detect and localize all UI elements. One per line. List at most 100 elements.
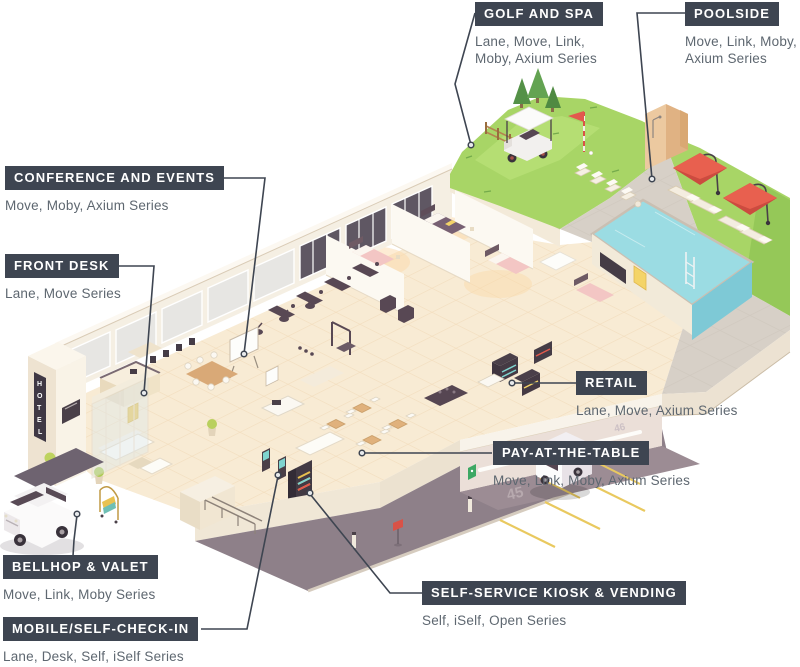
leader-endpoints — [73, 141, 656, 518]
nightstands — [396, 227, 474, 259]
luggage-teal — [103, 502, 116, 514]
callout-retail: RETAIL Lane, Move, Axium Series — [576, 371, 738, 419]
callout-series: Move, Link, Moby, Axium Series — [493, 473, 691, 488]
conference-room — [184, 326, 279, 391]
callout-title: GOLF AND SPA — [475, 2, 603, 26]
bellhop-cart — [99, 485, 119, 524]
armchair — [138, 457, 174, 475]
kiosk-screen — [263, 450, 269, 461]
svg-text:L: L — [38, 429, 43, 436]
handrail — [204, 496, 263, 525]
callout-series: Move, Link, Moby, Axium Series — [685, 34, 797, 66]
callout-series: Move, Moby, Axium Series — [5, 198, 169, 213]
front-desk-area — [99, 338, 195, 424]
callout-series: Lane, Move Series — [5, 286, 121, 301]
sofa-2 — [294, 431, 346, 456]
dining-tables — [319, 396, 417, 447]
svg-text:T: T — [37, 405, 42, 412]
golf-cart — [504, 106, 554, 163]
range — [272, 400, 281, 405]
lit-doorway — [633, 265, 647, 291]
conference-chairs — [184, 351, 230, 391]
parking-spot-number-wall: 46 — [613, 422, 627, 435]
callout-series: Lane, Move, Link, Moby, Axium Series — [475, 34, 597, 66]
callout-title: CONFERENCE AND EVENTS — [5, 166, 225, 190]
pool-ladder — [685, 252, 695, 289]
check-in-kiosks — [262, 448, 286, 480]
parking-sign — [393, 519, 403, 547]
callout-self-service-kiosk-vending: SELF-SERVICE KIOSK & VENDING Self, iSelf… — [422, 581, 686, 629]
deck-front-wall — [662, 330, 790, 416]
callout-poolside: POOLSIDE Move, Link, Moby, Axium Series — [685, 2, 797, 67]
retail-counter — [477, 373, 505, 388]
kiosk-screen-2 — [279, 458, 285, 469]
grass-tufts — [465, 106, 620, 193]
leader-lines — [72, 12, 685, 630]
callout-pay-at-the-table: PAY-AT-THE-TABLE Move, Link, Moby, Axium… — [493, 441, 690, 489]
bed-pink-1 — [349, 236, 394, 266]
luggage-yellow — [102, 496, 116, 510]
golf-flag — [568, 111, 594, 156]
deck-chairs — [574, 163, 642, 208]
callout-series: Lane, Desk, Self, iSelf Series — [3, 649, 184, 664]
side-window — [46, 487, 66, 502]
tv-panel — [600, 252, 626, 284]
callout-title: SELF-SERVICE KIOSK & VENDING — [422, 581, 686, 605]
sofa — [98, 433, 156, 461]
coffee-table — [128, 457, 152, 469]
callout-title: RETAIL — [576, 371, 647, 395]
umbrella-2 — [723, 183, 777, 226]
callout-title: BELLHOP & VALET — [3, 555, 158, 579]
umbrella-1 — [673, 153, 727, 195]
projector-screen — [229, 326, 259, 363]
desk-computer — [130, 369, 137, 374]
side-table — [634, 200, 642, 208]
golf-ball — [588, 150, 594, 156]
callout-title: PAY-AT-THE-TABLE — [493, 441, 650, 465]
hotel-sign — [34, 372, 46, 442]
back-wall — [54, 163, 453, 397]
leader-golf-and-spa — [454, 12, 476, 146]
callout-golf-and-spa: GOLF AND SPA Lane, Move, Link, Moby, Axi… — [475, 2, 603, 67]
pool-suite — [574, 234, 692, 335]
hotel-sign-letters: H O T E L — [37, 381, 43, 436]
gym — [253, 262, 414, 356]
front-desk-counter — [100, 362, 160, 389]
callout-series: Move, Link, Moby Series — [3, 587, 156, 602]
bed-purple — [421, 204, 466, 234]
svg-text:E: E — [37, 417, 42, 424]
parking-lines — [499, 483, 646, 548]
leader-bellhop-valet — [72, 514, 78, 557]
callout-series: Self, iSelf, Open Series — [422, 613, 567, 628]
swimming-pool — [589, 198, 755, 340]
directory-panel — [62, 399, 80, 424]
stairs — [180, 476, 263, 534]
restaurant — [260, 366, 468, 447]
callout-front-desk: FRONT DESK Lane, Move Series — [5, 254, 121, 302]
parking-spot-number-floor: 45 — [505, 484, 525, 504]
sun-loungers — [667, 185, 773, 245]
bathroom — [539, 251, 577, 271]
callout-mobile-self-check-in: MOBILE/SELF-CHECK-IN Lane, Desk, Self, i… — [3, 617, 199, 665]
brochure-stand — [127, 402, 139, 424]
callout-title: MOBILE/SELF-CHECK-IN — [3, 617, 199, 641]
callout-title: FRONT DESK — [5, 254, 119, 278]
bar-counter — [424, 385, 468, 406]
callout-title: POOLSIDE — [685, 2, 779, 26]
front-walls — [195, 394, 663, 541]
bed-pink-2 — [485, 244, 530, 274]
svg-text:H: H — [37, 381, 42, 388]
gym-bench — [336, 342, 356, 352]
world-clocks — [150, 338, 195, 363]
driveway-pad — [14, 448, 104, 490]
golf-area — [450, 68, 669, 229]
entrance-glass — [91, 371, 149, 479]
callout-bellhop-valet: BELLHOP & VALET Move, Link, Moby Series — [3, 555, 158, 603]
leader-poolside — [636, 12, 685, 180]
callout-conference-and-events: CONFERENCE AND EVENTS Move, Moby, Axium … — [5, 166, 225, 214]
shower-head — [658, 115, 662, 119]
svg-text:O: O — [37, 393, 43, 400]
suite-bed — [576, 283, 614, 302]
